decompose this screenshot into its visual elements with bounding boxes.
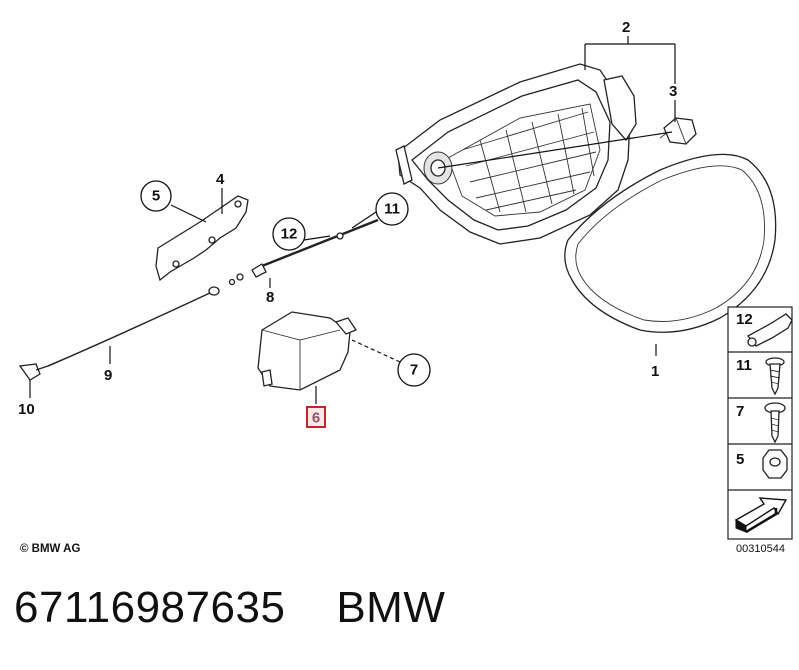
callout-3: 3	[669, 83, 677, 100]
callout-12: 12	[281, 226, 298, 243]
legend-number-5: 5	[736, 451, 744, 468]
actuator-drive-part-6	[257, 311, 357, 391]
arrow-icon	[734, 497, 788, 534]
diagram-code: 00310544	[736, 543, 785, 555]
callouts: 2 3 1 4 8 9 10 5 12 11 7 6	[18, 19, 677, 428]
grommet-part-3	[659, 117, 697, 145]
screw-icon	[765, 357, 785, 396]
nut-icon	[762, 449, 788, 479]
callout-11-circle: 11	[375, 192, 409, 226]
callout-4: 4	[216, 171, 225, 188]
legend-number-11: 11	[736, 357, 752, 374]
fuel-filler-flap	[564, 153, 777, 333]
part-number: 67116987635	[14, 583, 286, 632]
fuel-filler-housing	[395, 63, 637, 245]
copyright-text: © BMW AG	[20, 543, 80, 555]
screw-icon	[764, 402, 786, 444]
legend-number-7: 7	[736, 403, 744, 420]
callout-5-circle: 5	[140, 180, 172, 212]
callout-10: 10	[18, 401, 35, 418]
callout-6: 6	[312, 410, 320, 427]
callout-6-highlight: 6	[306, 406, 326, 428]
callout-5: 5	[152, 188, 160, 205]
callout-1: 1	[651, 363, 659, 380]
callout-8: 8	[266, 289, 274, 306]
callout-12-circle: 12	[272, 217, 306, 251]
actuator-rod-part-8	[228, 218, 379, 286]
release-cable-part-9	[18, 286, 220, 381]
callout-7: 7	[410, 362, 418, 379]
bracket-part-4	[155, 195, 249, 282]
callout-11: 11	[384, 201, 400, 218]
callout-7-circle: 7	[397, 353, 431, 387]
clip-icon	[747, 313, 793, 347]
fastener-legend: 12 11 7 5	[727, 306, 793, 540]
brand-name: BMW	[336, 583, 446, 632]
leader-lines	[29, 36, 676, 404]
legend-number-12: 12	[736, 311, 753, 328]
callout-2: 2	[622, 19, 630, 36]
part-caption: 67116987635 BMW	[14, 583, 445, 633]
callout-9: 9	[104, 367, 112, 384]
